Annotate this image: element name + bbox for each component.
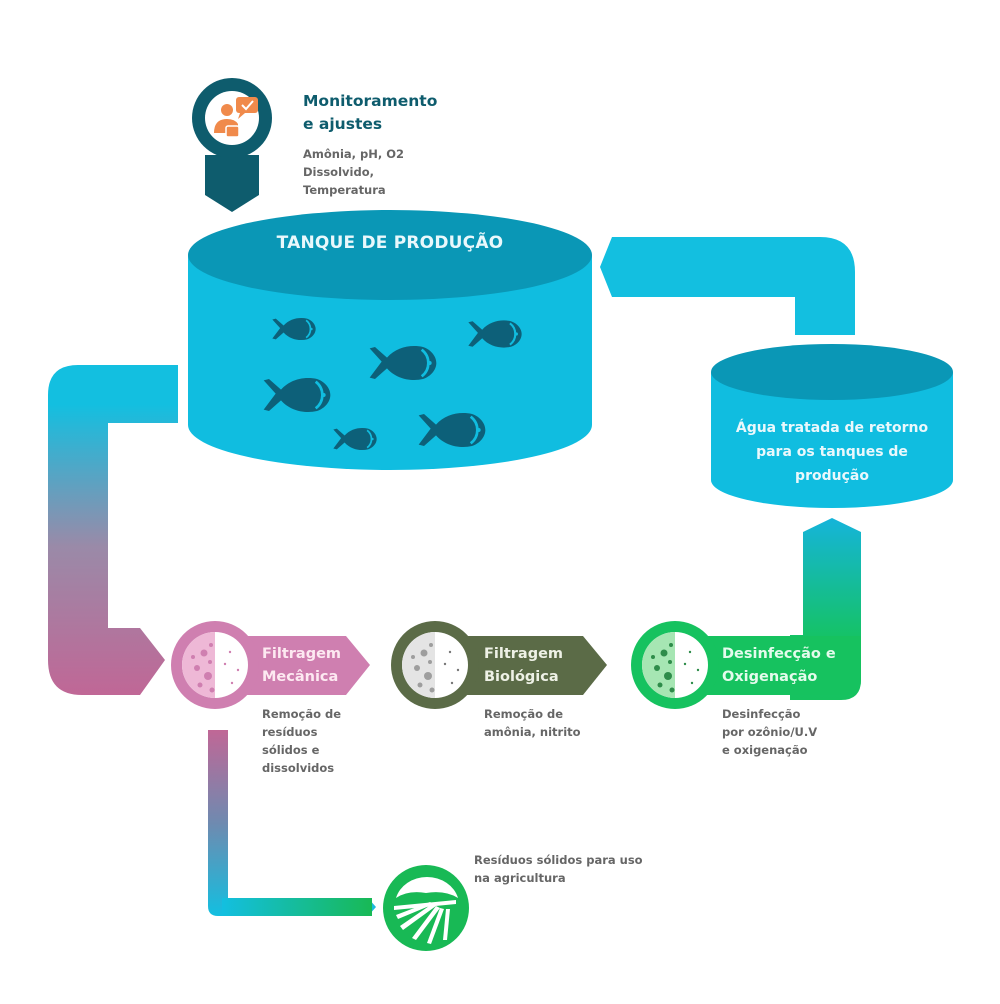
stage-title-line: Biológica [484,669,559,685]
filter-particles-icon [182,632,248,698]
monitoring-title-line: e ajustes [303,115,383,133]
monitoring-description: Amônia, pH, O2 Dissolvido, Temperatura [303,145,453,199]
production-tank [188,210,592,470]
agriculture-desc-line: Resíduos sólidos para uso [474,853,643,867]
return-tank-label-line: produção [795,468,869,484]
monitoring-desc-line: Amônia, pH, O2 [303,147,405,161]
stage-disinfection-oxygenation [631,621,861,709]
stage-title-line: Mecânica [262,669,339,685]
stage-title-line: Filtragem [484,646,564,662]
monitoring-title: Monitoramento e ajustes [303,90,473,136]
monitoring-desc-line: Temperatura [303,183,386,197]
stage-desc-line: amônia, nitrito [484,725,581,739]
mechanical-filtration-description: Remoção de resíduos sólidos e dissolvido… [262,705,372,777]
stage-title-line: Oxigenação [722,669,818,685]
monitoring-pin [192,78,272,212]
flow-arrow-tank-to-mechanical [48,365,178,695]
stage-desc-line: sólidos e [262,743,320,757]
return-tank-label-line: Água tratada de retorno [735,420,929,436]
agriculture-description: Resíduos sólidos para uso na agricultura [474,851,654,887]
stage-desc-line: Remoção de [262,707,342,721]
return-water-tank [711,344,953,508]
flow-arrow-return-to-tank [600,237,855,335]
stage-desc-line: resíduos [262,725,318,739]
monitoring-desc-line: Dissolvido, [303,165,374,179]
stage-desc-line: Desinfecção [722,707,801,721]
biological-filtration-description: Remoção de amônia, nitrito [484,705,614,741]
stage-desc-line: Remoção de [484,707,564,721]
mechanical-filtration-title: Filtragem Mecânica [262,643,341,689]
stage-desc-line: por ozônio/U.V [722,725,818,739]
stage-biological-filtration [391,621,607,709]
agriculture-desc-line: na agricultura [474,871,566,885]
flow-arrow-mechanical-to-agriculture [208,730,376,916]
stage-desc-line: e oxigenação [722,743,808,757]
stage-title-line: Filtragem [262,646,342,662]
disinfection-description: Desinfecção por ozônio/U.V e oxigenação [722,705,862,759]
return-tank-label: Água tratada de retorno para os tanques … [712,416,952,488]
stage-title-line: Desinfecção e [722,646,836,662]
monitoring-title-line: Monitoramento [303,92,438,110]
biological-filtration-title: Filtragem Biológica [484,643,563,689]
production-tank-title: TANQUE DE PRODUÇÃO [276,233,504,253]
return-tank-label-line: para os tanques de [756,444,908,460]
filter-particles-icon [642,632,708,698]
filter-particles-icon [402,632,468,698]
person-checklist-icon [214,97,258,138]
stage-mechanical-filtration [171,621,370,709]
agriculture-node [383,865,469,951]
stage-desc-line: dissolvidos [262,761,335,775]
farm-field-icon [394,876,458,944]
disinfection-title: Desinfecção e Oxigenação [722,643,836,689]
